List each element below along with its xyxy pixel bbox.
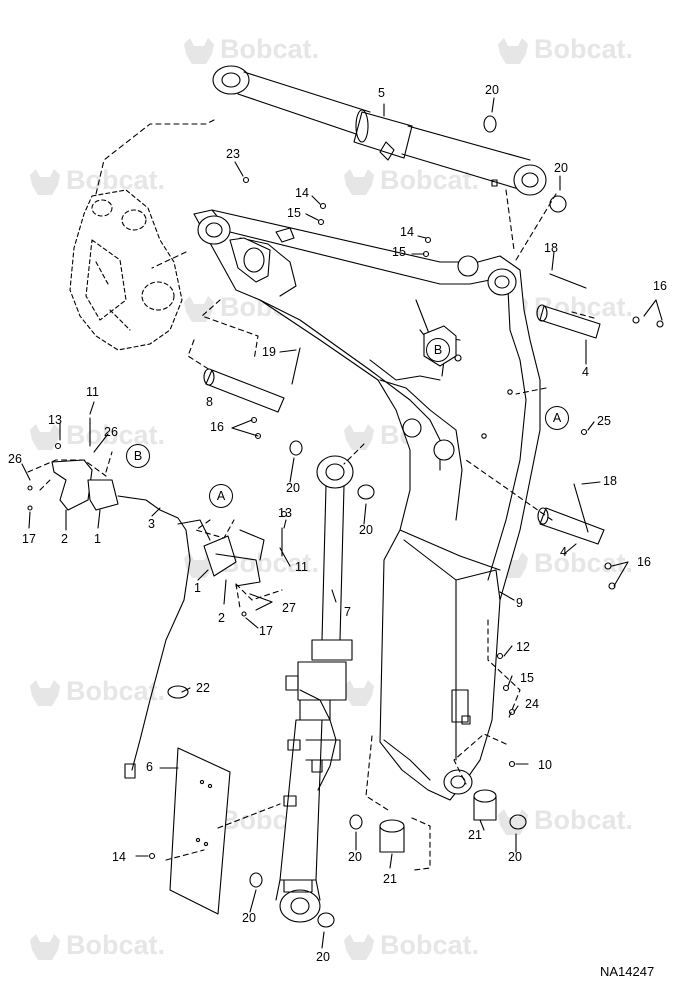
callout-4: 4	[582, 365, 589, 379]
callout-2: 2	[218, 611, 225, 625]
watermark: Bobcat.	[28, 420, 165, 452]
ref-circle-b-on-boom: B	[426, 338, 450, 362]
bobcat-logo-icon	[344, 679, 374, 706]
hardware	[27, 176, 664, 860]
watermark: Bobcat.	[342, 930, 479, 962]
pins	[203, 273, 605, 545]
ref-circle-a-on-light: A	[209, 484, 233, 508]
bobcat-logo-icon	[30, 679, 60, 706]
callout-14: 14	[400, 225, 414, 239]
callout-17: 17	[22, 532, 36, 546]
bushings	[167, 115, 567, 928]
bobcat-logo-icon	[344, 933, 374, 960]
callout-14: 14	[112, 850, 126, 864]
wiring-harness	[117, 495, 191, 771]
callout-27: 27	[282, 601, 296, 615]
callout-23: 23	[226, 147, 240, 161]
callout-15: 15	[287, 206, 301, 220]
bobcat-logo-icon	[30, 933, 60, 960]
bobcat-logo-icon	[498, 37, 528, 64]
callout-18: 18	[544, 241, 558, 255]
callout-8: 8	[206, 395, 213, 409]
watermark: Bobcat.	[496, 34, 633, 66]
ref-circle-a-on-boom: A	[545, 406, 569, 430]
watermark: Bobcat.	[496, 548, 633, 580]
callout-12: 12	[516, 640, 530, 654]
callout-5: 5	[378, 86, 385, 100]
callout-20: 20	[508, 850, 522, 864]
callout-1: 1	[194, 581, 201, 595]
callout-13: 13	[48, 413, 62, 427]
callout-3: 3	[148, 517, 155, 531]
leader-lines	[21, 97, 663, 949]
callout-20: 20	[242, 911, 256, 925]
bobcat-logo-icon	[344, 168, 374, 195]
callout-2: 2	[61, 532, 68, 546]
bobcat-logo-icon	[184, 295, 214, 322]
callout-20: 20	[348, 850, 362, 864]
watermark: Bobcat.	[342, 165, 479, 197]
callout-6: 6	[146, 760, 153, 774]
ref-circle-b-on-light: B	[126, 444, 150, 468]
callout-26: 26	[8, 452, 22, 466]
callout-26: 26	[104, 425, 118, 439]
callout-18: 18	[603, 474, 617, 488]
callout-17: 17	[259, 624, 273, 638]
callout-25: 25	[597, 414, 611, 428]
watermark: Bobcat.	[496, 805, 633, 837]
watermark: Bobcat.	[182, 34, 319, 66]
callout-20: 20	[485, 83, 499, 97]
callout-1: 1	[94, 532, 101, 546]
callout-16: 16	[653, 279, 667, 293]
bobcat-logo-icon	[344, 423, 374, 450]
bobcat-logo-icon	[30, 168, 60, 195]
assembly-lines	[27, 119, 595, 871]
callout-20: 20	[286, 481, 300, 495]
callout-19: 19	[262, 345, 276, 359]
callout-24: 24	[525, 697, 539, 711]
watermark: Bobcat.	[28, 676, 165, 708]
wear-plate	[169, 747, 231, 915]
light-bracket-left	[51, 417, 119, 511]
callout-16: 16	[637, 555, 651, 569]
boom-cylinder	[212, 65, 547, 196]
arm-cylinder	[275, 455, 354, 923]
callout-16: 16	[210, 420, 224, 434]
callout-9: 9	[516, 596, 523, 610]
wiring-branch	[177, 519, 211, 541]
bobcat-logo-icon	[184, 37, 214, 64]
callout-20: 20	[316, 950, 330, 964]
callout-7: 7	[344, 605, 351, 619]
callout-11: 11	[295, 560, 308, 574]
light-bracket-right	[203, 527, 283, 587]
callout-4: 4	[560, 545, 567, 559]
callout-21: 21	[468, 828, 482, 842]
watermark: Bobcat.	[28, 165, 165, 197]
link-bracket	[69, 189, 183, 351]
callout-22: 22	[196, 681, 210, 695]
callout-15: 15	[520, 671, 534, 685]
drawing-code: NA14247	[600, 964, 655, 979]
callout-10: 10	[538, 758, 552, 772]
callout-20: 20	[554, 161, 568, 175]
callout-20: 20	[359, 523, 373, 537]
callout-15: 15	[392, 245, 406, 259]
callout-11: 11	[86, 385, 99, 399]
connector	[124, 763, 136, 779]
callout-14: 14	[295, 186, 309, 200]
bobcat-logo-icon	[30, 423, 60, 450]
callout-13: 13	[278, 506, 292, 520]
boom-arm	[193, 209, 541, 801]
callout-21: 21	[383, 872, 397, 886]
watermark: Bobcat.	[28, 930, 165, 962]
